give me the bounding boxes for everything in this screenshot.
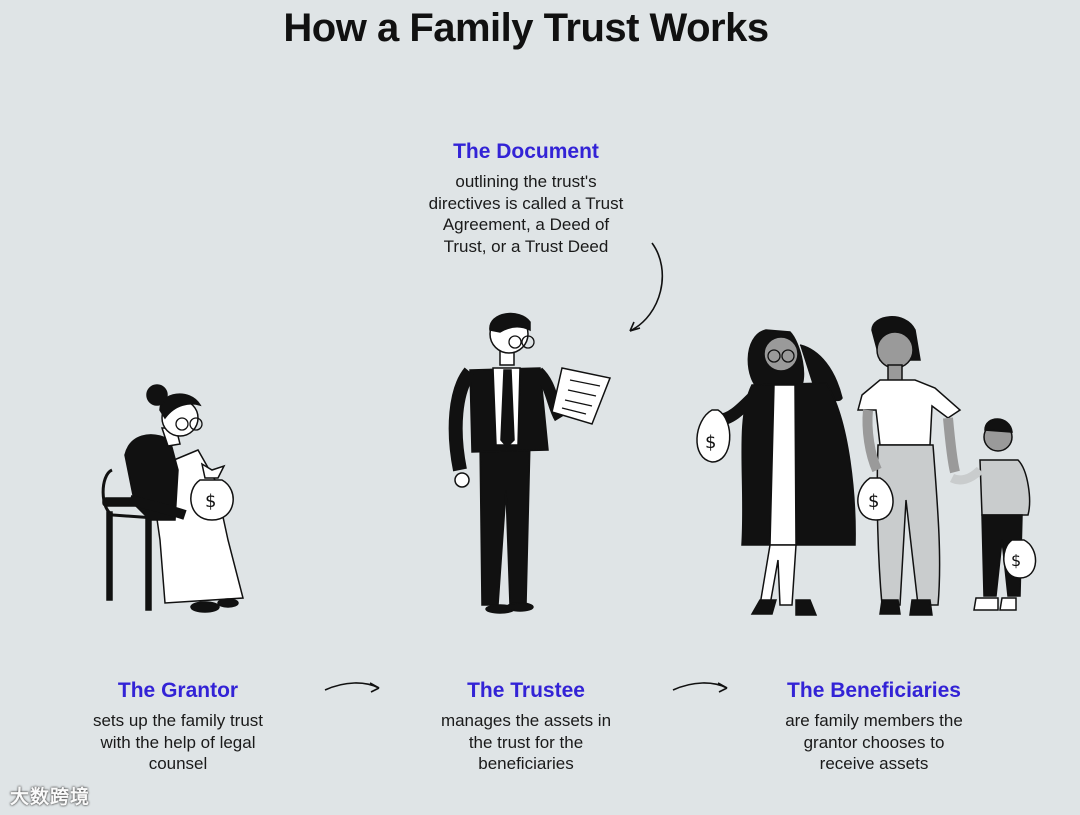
grantor-figure: $ xyxy=(101,384,244,613)
grantor-heading: The Grantor xyxy=(117,679,239,702)
beneficiaries-line: are family members the xyxy=(785,711,963,730)
document-line: directives is called a Trust xyxy=(428,193,624,213)
flow-arrow-2 xyxy=(672,682,728,693)
beneficiary-child-figure: $ xyxy=(949,418,1037,611)
document-icon xyxy=(551,367,612,425)
document-description: outlining the trust's directives is call… xyxy=(376,171,676,257)
document-heading: The Document xyxy=(453,140,599,163)
document-line: Trust, or a Trust Deed xyxy=(443,236,609,256)
watermark: 大数跨境 xyxy=(10,787,91,808)
beneficiaries-line: receive assets xyxy=(819,754,929,773)
grantor-line: counsel xyxy=(148,754,208,773)
trustee-line: manages the assets in xyxy=(440,711,612,730)
page-title: How a Family Trust Works xyxy=(283,6,769,50)
grantor-description: sets up the family trust with the help o… xyxy=(58,710,298,775)
beneficiaries-heading: The Beneficiaries xyxy=(787,679,961,702)
beneficiaries-line: grantor chooses to xyxy=(803,732,945,752)
dollar-sign-icon: $ xyxy=(705,432,716,453)
trustee-figure xyxy=(448,312,612,614)
grantor-line: with the help of legal xyxy=(100,732,256,752)
dollar-sign-icon: $ xyxy=(1011,551,1021,570)
document-line: Agreement, a Deed of xyxy=(442,215,610,234)
document-line: outlining the trust's xyxy=(455,172,597,191)
beneficiary-mother-figure: $ xyxy=(857,316,962,616)
flow-arrow-1 xyxy=(324,682,380,693)
dollar-sign-icon: $ xyxy=(868,491,879,512)
dollar-sign-icon: $ xyxy=(205,491,216,512)
trustee-heading: The Trustee xyxy=(467,679,585,702)
document-arrow xyxy=(629,242,664,332)
trustee-line: the trust for the xyxy=(468,732,584,752)
grantor-line: sets up the family trust xyxy=(92,711,264,730)
trustee-description: manages the assets in the trust for the … xyxy=(406,710,646,775)
beneficiaries-description: are family members the grantor chooses t… xyxy=(744,710,1004,775)
trustee-line: beneficiaries xyxy=(478,754,574,773)
beneficiary-woman-figure: $ xyxy=(696,329,856,616)
